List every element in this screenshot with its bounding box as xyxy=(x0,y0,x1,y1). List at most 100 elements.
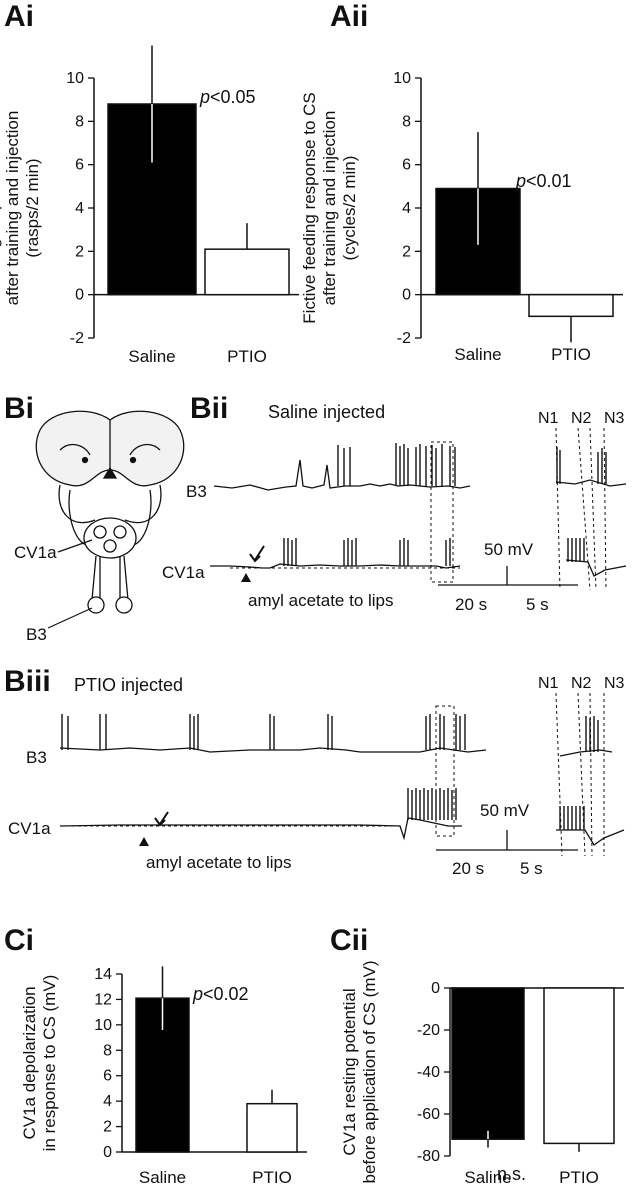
y-tick-label: 6 xyxy=(75,157,84,174)
significance-label: p<0.05 xyxy=(199,87,256,107)
significance-label: p<0.01 xyxy=(515,171,572,191)
bii-scale-mv: 50 mV xyxy=(484,540,534,559)
bii-n3: N3 xyxy=(604,410,625,427)
y-tick-label: 6 xyxy=(402,157,411,174)
bii-stimulus-marker xyxy=(241,573,251,582)
bii-stimulus-label: amyl acetate to lips xyxy=(248,591,394,610)
y-tick-label: 0 xyxy=(431,980,440,997)
y-axis-label: (rasps/2 min) xyxy=(23,158,42,257)
brain-outline xyxy=(35,410,185,614)
y-tick-label: 10 xyxy=(66,70,84,87)
category-label: Saline xyxy=(464,1168,511,1187)
panel-label-cii: Cii xyxy=(330,924,369,957)
bii-scale-20s: 20 s xyxy=(455,595,487,614)
biii-cv1a-label: CV1a xyxy=(8,819,51,838)
y-axis-label: Fictive feeding response to CS xyxy=(300,92,319,324)
panel-label-ci: Ci xyxy=(4,924,34,957)
biii-scale-20s: 20 s xyxy=(452,859,484,878)
biii-b3-trace xyxy=(59,747,487,753)
y-tick-label: 6 xyxy=(103,1068,112,1085)
y-tick-label: 8 xyxy=(103,1042,112,1059)
bii-n2: N2 xyxy=(571,410,592,427)
biii-arrow xyxy=(154,811,169,827)
panel-label-bii: Bii xyxy=(190,392,229,425)
panel-label-aii: Aii xyxy=(330,0,369,33)
y-tick-label: -60 xyxy=(417,1106,440,1123)
bar-ptio xyxy=(246,1102,298,1153)
biii-cv1a-trace xyxy=(59,817,462,841)
y-tick-label: 8 xyxy=(75,113,84,130)
biii-scale-mv: 50 mV xyxy=(480,801,530,820)
biii-n2: N2 xyxy=(571,675,592,692)
category-label: PTIO xyxy=(227,347,267,366)
y-axis-label: in response to CS (mV) xyxy=(40,975,59,1152)
y-axis-label: before application of CS (mV) xyxy=(360,961,379,1184)
y-axis-label: Feeding response to CS xyxy=(0,116,2,299)
y-tick-label: 0 xyxy=(402,287,411,304)
y-tick-label: -2 xyxy=(70,330,84,347)
y-tick-label: 8 xyxy=(402,113,411,130)
biii-caption: PTIO injected xyxy=(74,675,184,695)
bii-caption: Saline injected xyxy=(268,402,386,422)
category-label: PTIO xyxy=(551,345,591,364)
y-tick-label: 14 xyxy=(94,966,112,983)
y-axis-label: after training and injection xyxy=(320,111,339,306)
category-label: Saline xyxy=(128,347,175,366)
y-axis-label: CV1a resting potential xyxy=(340,988,359,1155)
bii-cv1a-label: CV1a xyxy=(162,563,205,582)
y-tick-label: 4 xyxy=(75,200,84,217)
category-label: Saline xyxy=(454,345,501,364)
y-tick-label: -80 xyxy=(417,1148,440,1165)
category-label: PTIO xyxy=(252,1168,292,1187)
y-tick-label: 2 xyxy=(402,243,411,260)
bii-arrow xyxy=(249,545,265,563)
y-tick-label: 12 xyxy=(94,991,112,1008)
y-axis-label: CV1a depolarization xyxy=(20,986,39,1139)
significance-label: n.s. xyxy=(497,1164,526,1184)
bar-ptio xyxy=(543,987,615,1145)
y-axis-label: after training and injection xyxy=(3,111,22,306)
y-tick-label: 4 xyxy=(402,200,411,217)
bii-cv1a-spikes xyxy=(283,538,451,566)
bi-cv1a-label: CV1a xyxy=(14,543,57,562)
y-tick-label: 4 xyxy=(103,1093,112,1110)
biii-stimulus-label: amyl acetate to lips xyxy=(146,853,292,872)
y-tick-label: 0 xyxy=(103,1144,112,1161)
biii-zoom-box xyxy=(435,705,455,837)
y-tick-label: 10 xyxy=(393,70,411,87)
y-tick-label: -40 xyxy=(417,1064,440,1081)
biii-b3-spikes xyxy=(61,714,466,750)
bii-b3-label: B3 xyxy=(186,482,207,501)
panel-label-biii: Biii xyxy=(4,665,51,698)
bii-b3-spikes xyxy=(337,443,456,486)
y-tick-label: -20 xyxy=(417,1022,440,1039)
significance-label: p<0.02 xyxy=(192,984,249,1004)
biii-scale-5s: 5 s xyxy=(520,859,543,878)
bi-b3-label: B3 xyxy=(26,625,47,644)
biii-cv1a-spikes xyxy=(407,788,457,820)
bar-saline xyxy=(451,987,525,1140)
y-tick-label: -2 xyxy=(397,330,411,347)
y-axis-label: (cycles/2 min) xyxy=(340,156,359,261)
y-tick-label: 2 xyxy=(75,243,84,260)
y-tick-label: 0 xyxy=(75,287,84,304)
bii-scale-5s: 5 s xyxy=(526,595,549,614)
biii-stimulus-marker xyxy=(139,837,149,846)
biii-b3-label: B3 xyxy=(26,748,47,767)
y-tick-label: 10 xyxy=(94,1017,112,1034)
bii-n1: N1 xyxy=(538,410,559,427)
biii-n1: N1 xyxy=(538,675,559,692)
panel-label-bi: Bi xyxy=(4,392,34,425)
category-label: PTIO xyxy=(559,1168,599,1187)
y-tick-label: 2 xyxy=(103,1119,112,1136)
panel-label-ai: Ai xyxy=(4,0,34,33)
bii-zoom-box xyxy=(430,441,454,583)
biii-n3: N3 xyxy=(604,675,625,692)
